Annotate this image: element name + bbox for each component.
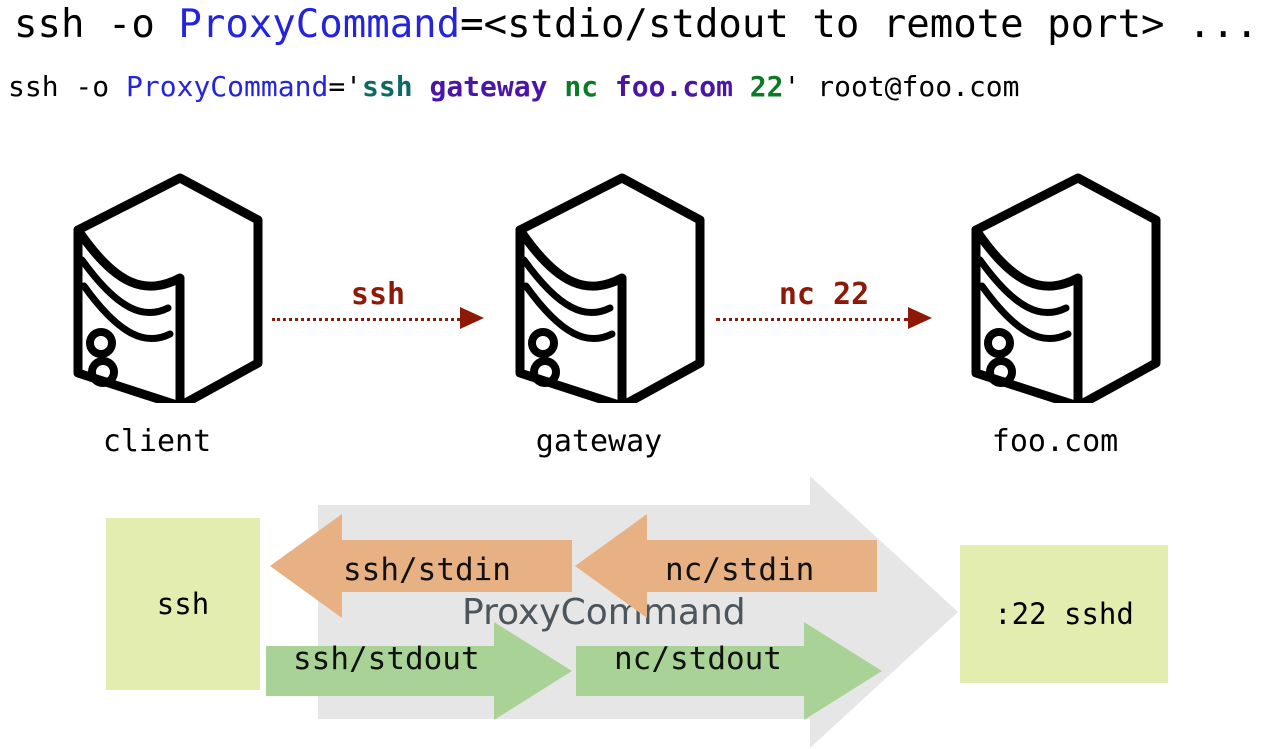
cmd2-seg-12: ' root@foo.com bbox=[783, 70, 1020, 103]
dotted-line bbox=[272, 318, 460, 321]
command-line-primary: ssh -o ProxyCommand=<stdio/stdout to rem… bbox=[14, 2, 1258, 47]
connection-arrow-gateway-target: nc 22 bbox=[716, 277, 932, 339]
command-line-example: ssh -o ProxyCommand='ssh gateway nc foo.… bbox=[8, 70, 1020, 103]
server-icon-target bbox=[966, 168, 1166, 403]
host-label-target: foo.com bbox=[991, 424, 1119, 459]
proxycommand-label: ProxyCommand bbox=[462, 592, 746, 633]
cmd2-seg-11: 22 bbox=[749, 70, 784, 103]
endpoint-label-sshd: :22 sshd bbox=[994, 597, 1134, 631]
cmd1-seg-0: ssh -o bbox=[14, 2, 179, 47]
cmd1-seg-2: =<stdio/stdout to remote port> ... bbox=[460, 2, 1259, 47]
stdin-arrow-ssh bbox=[270, 514, 572, 618]
endpoint-label-ssh: ssh bbox=[156, 587, 210, 621]
server-icon-client bbox=[68, 168, 268, 403]
connection-label-nc: nc 22 bbox=[778, 277, 870, 312]
stdin-arrow-nc bbox=[575, 514, 877, 618]
endpoint-box-sshd: :22 sshd bbox=[960, 545, 1168, 683]
dotted-line bbox=[716, 318, 908, 321]
server-icon-gateway bbox=[510, 168, 710, 403]
host-label-client: client bbox=[102, 424, 212, 459]
cmd2-seg-2: =' bbox=[328, 70, 363, 103]
connection-label-ssh: ssh bbox=[350, 277, 406, 312]
cmd1-seg-1: ProxyCommand bbox=[178, 2, 461, 47]
cmd2-seg-9: foo.com bbox=[614, 70, 733, 103]
host-label-gateway: gateway bbox=[535, 424, 663, 459]
stdout-arrow-label-ssh: ssh/stdout bbox=[293, 641, 480, 677]
cmd2-seg-7: nc bbox=[564, 70, 599, 103]
stdout-arrow-nc bbox=[576, 622, 882, 720]
stdin-arrow-label-ssh: ssh/stdin bbox=[343, 552, 511, 588]
stdin-arrow-label-nc: nc/stdin bbox=[665, 552, 815, 588]
arrowhead-icon bbox=[460, 307, 484, 329]
cmd2-seg-3: ssh bbox=[362, 70, 413, 103]
stdout-arrow-ssh bbox=[266, 622, 572, 720]
cmd2-seg-1: ProxyCommand bbox=[126, 70, 329, 103]
arrowhead-icon bbox=[908, 307, 932, 329]
connection-arrow-client-gateway: ssh bbox=[272, 277, 484, 339]
cmd2-seg-5: gateway bbox=[429, 70, 548, 103]
endpoint-box-ssh: ssh bbox=[106, 518, 260, 690]
cmd2-seg-0: ssh -o bbox=[8, 70, 127, 103]
stdout-arrow-label-nc: nc/stdout bbox=[614, 641, 782, 677]
